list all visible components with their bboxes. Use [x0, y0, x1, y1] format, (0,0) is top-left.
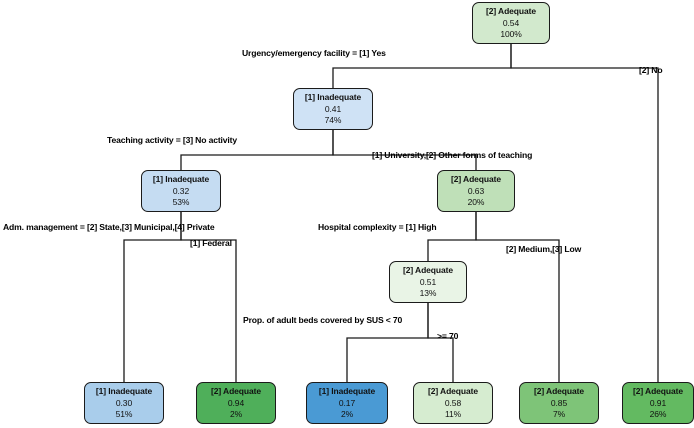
split-condition-label: [2] No	[639, 65, 663, 75]
node-class-label: [1] Inadequate	[95, 386, 153, 396]
node-value: 0.30	[115, 397, 133, 408]
node-value: 0.58	[444, 397, 462, 408]
node-percentage: 20%	[467, 197, 485, 207]
node-class-label: [2] Adequate	[403, 265, 453, 275]
node-class-label: [2] Adequate	[428, 386, 478, 396]
node-class-label: [1] Inadequate	[318, 386, 376, 396]
node-percentage: 13%	[419, 288, 437, 298]
tree-edge	[427, 212, 477, 261]
tree-edge	[180, 212, 237, 382]
tree-edge	[427, 303, 454, 382]
split-condition-label: Hospital complexity = [1] High	[318, 222, 437, 232]
node-percentage: 7%	[552, 409, 566, 419]
node-percentage: 26%	[649, 409, 667, 419]
node-value: 0.63	[467, 185, 485, 196]
node-percentage: 100%	[500, 29, 522, 39]
node-class-label: [1] Inadequate	[152, 174, 210, 184]
node-class-label: [2] Adequate	[486, 6, 536, 16]
node-value: 0.17	[338, 397, 356, 408]
node-value: 0.51	[419, 276, 437, 287]
node-value: 0.41	[324, 103, 342, 114]
split-condition-label: [2] Medium,[3] Low	[506, 244, 582, 254]
node-value: 0.54	[502, 17, 520, 28]
split-condition-label: Teaching activity = [3] No activity	[107, 135, 237, 145]
split-condition-label: >= 70	[437, 331, 459, 341]
tree-edge	[510, 44, 659, 382]
split-condition-label: Prop. of adult beds covered by SUS < 70	[243, 315, 403, 325]
tree-edge	[475, 212, 560, 382]
node-percentage: 51%	[115, 409, 133, 419]
node-percentage: 53%	[172, 197, 190, 207]
node-percentage: 74%	[324, 115, 342, 125]
split-condition-label: [1] Federal	[190, 238, 232, 248]
split-condition-label: Adm. management = [2] State,[3] Municipa…	[3, 222, 215, 232]
node-class-label: [1] Inadequate	[304, 92, 362, 102]
node-class-label: [2] Adequate	[534, 386, 584, 396]
tree-edge	[332, 130, 477, 170]
node-value: 0.91	[649, 397, 667, 408]
node-percentage: 2%	[340, 409, 354, 419]
split-condition-label: [1] University,[2] Other forms of teachi…	[372, 150, 533, 160]
node-value: 0.32	[172, 185, 190, 196]
node-value: 0.94	[227, 397, 245, 408]
node-percentage: 2%	[229, 409, 243, 419]
node-class-label: [2] Adequate	[451, 174, 501, 184]
tree-edge	[123, 212, 182, 382]
node-class-label: [2] Adequate	[633, 386, 683, 396]
node-percentage: 11%	[444, 409, 462, 419]
node-value: 0.85	[550, 397, 568, 408]
node-class-label: [2] Adequate	[211, 386, 261, 396]
split-condition-label: Urgency/emergency facility = [1] Yes	[242, 48, 386, 58]
